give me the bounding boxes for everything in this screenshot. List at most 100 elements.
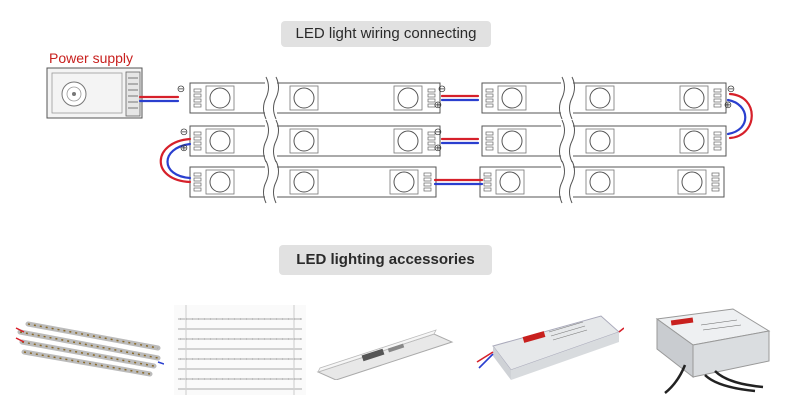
- connector-pin: [423, 187, 432, 192]
- led-strip: [481, 76, 727, 120]
- plus-symbol: ⊕: [434, 143, 442, 154]
- led-lens: [293, 171, 315, 193]
- plus-symbol: ⊕: [434, 100, 442, 111]
- power-supply-icon: [46, 67, 143, 119]
- connector-pins: [485, 131, 494, 151]
- power-supply-label: Power supply: [49, 50, 134, 66]
- connector-pin: [711, 177, 720, 182]
- connector-pin: [193, 187, 202, 192]
- led-lens: [393, 171, 415, 193]
- connector-pins: [193, 172, 202, 192]
- connector-pin: [485, 88, 494, 93]
- connector-pin: [713, 93, 722, 98]
- connector-pin: [483, 187, 492, 192]
- plus-symbol: ⊕: [724, 100, 732, 111]
- connector-pin: [483, 177, 492, 182]
- connector-pin: [485, 141, 494, 146]
- connector-pin: [485, 131, 494, 136]
- metal-power-supply-image: [645, 305, 773, 395]
- rigid-strip-rack-image: [174, 305, 306, 395]
- wiring-diagram: ⊖ ⊕ ⊖ ⊖ ⊕ ⊖ ⊕ ⊕ ⊖: [46, 67, 753, 204]
- minus-symbol: ⊖: [727, 84, 735, 95]
- minus-symbol: ⊖: [177, 84, 185, 95]
- strip-break-mark: [273, 76, 279, 120]
- strip-break-mark: [559, 76, 565, 120]
- led-lens: [683, 87, 705, 109]
- connector-pin: [713, 88, 722, 93]
- led-lens: [589, 87, 611, 109]
- strip-break-gap: [561, 81, 573, 115]
- strip-break-gap: [265, 81, 277, 115]
- led-lens: [501, 130, 523, 152]
- connector-pin: [427, 136, 436, 141]
- connector-pin: [193, 103, 202, 108]
- led-lens: [397, 130, 419, 152]
- strip-break-gap: [561, 124, 573, 158]
- connector-pin: [193, 98, 202, 103]
- strip-break-gap: [265, 124, 277, 158]
- plus-symbol: ⊕: [180, 143, 188, 154]
- connector-pin: [193, 146, 202, 151]
- strip-break-mark: [263, 160, 269, 204]
- connector-pins: [193, 131, 202, 151]
- led-lens: [589, 171, 611, 193]
- led-lens: [293, 87, 315, 109]
- strip-break-mark: [569, 119, 575, 163]
- strip-break-mark: [569, 76, 575, 120]
- connector-pins: [423, 172, 432, 192]
- minus-symbol: ⊖: [434, 127, 442, 138]
- connector-pin: [711, 187, 720, 192]
- connector-pins: [485, 88, 494, 108]
- strip-break-gap: [561, 165, 573, 199]
- connector-pin: [427, 98, 436, 103]
- connector-pins: [711, 172, 720, 192]
- connector-pin: [193, 88, 202, 93]
- led-strip: [189, 160, 437, 204]
- connector-pins: [427, 88, 436, 108]
- connector-pin: [713, 98, 722, 103]
- strip-break-gap: [265, 165, 277, 199]
- connector-pin: [427, 103, 436, 108]
- connector-pin: [713, 146, 722, 151]
- connector-pin: [423, 182, 432, 187]
- connector-pin: [193, 172, 202, 177]
- led-strip: [189, 119, 441, 163]
- connector-pin: [193, 182, 202, 187]
- connector-pin: [193, 136, 202, 141]
- led-lens: [589, 130, 611, 152]
- led-lens: [683, 130, 705, 152]
- strip-break-mark: [569, 160, 575, 204]
- strip-break-mark: [559, 160, 565, 204]
- connector-pin: [427, 131, 436, 136]
- led-strip-bundle-image: [14, 318, 164, 378]
- led-lens: [681, 171, 703, 193]
- minus-symbol: ⊖: [438, 84, 446, 95]
- minus-symbol: ⊖: [180, 127, 188, 138]
- polarity-symbols: ⊖ ⊕ ⊖ ⊖ ⊕ ⊖ ⊕ ⊕ ⊖: [177, 84, 735, 154]
- led-lens: [209, 130, 231, 152]
- connector-pin: [713, 141, 722, 146]
- connector-pin: [713, 131, 722, 136]
- connector-pin: [427, 141, 436, 146]
- connector-pins: [713, 131, 722, 151]
- led-module-strips: [189, 76, 727, 204]
- connector-pin: [193, 93, 202, 98]
- connector-pin: [485, 136, 494, 141]
- led-strip: [189, 76, 441, 120]
- connector-pin: [427, 93, 436, 98]
- connector-pin: [193, 131, 202, 136]
- strip-break-mark: [263, 119, 269, 163]
- accessories-title: LED lighting accessories: [279, 245, 492, 275]
- connector-pin: [427, 146, 436, 151]
- connector-pin: [193, 177, 202, 182]
- connector-pins: [713, 88, 722, 108]
- led-lens: [397, 87, 419, 109]
- wiring-title: LED light wiring connecting: [281, 21, 491, 47]
- connection-wires: [138, 92, 753, 186]
- connector-pin: [427, 88, 436, 93]
- connector-pin: [193, 141, 202, 146]
- strip-break-mark: [263, 76, 269, 120]
- connector-pin: [483, 182, 492, 187]
- led-lens: [209, 171, 231, 193]
- connector-pin: [711, 182, 720, 187]
